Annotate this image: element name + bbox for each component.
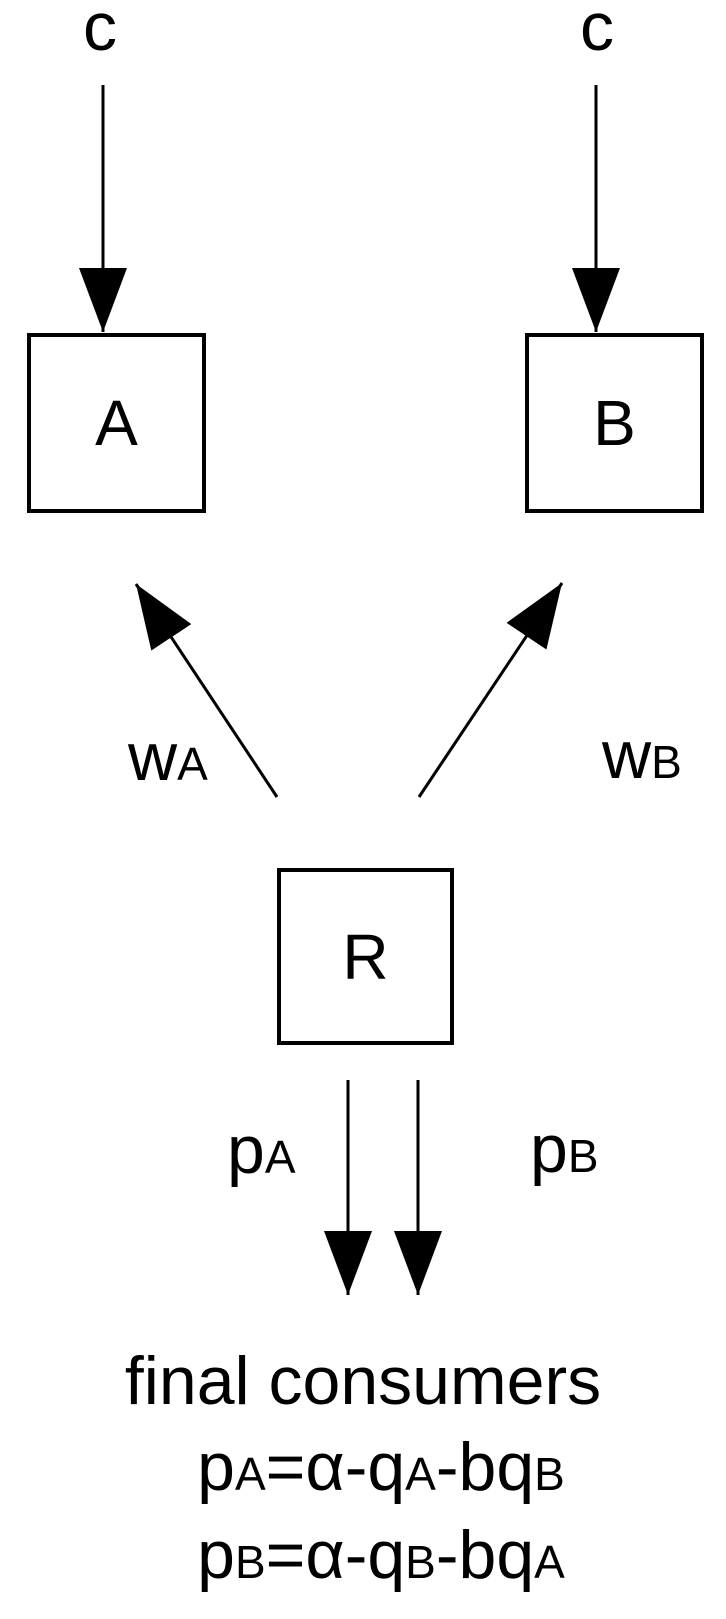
wholesale-label-b-sub: B: [651, 736, 682, 788]
wholesale-label-a-sub: A: [177, 738, 208, 790]
formula-b-s2: B: [405, 1536, 436, 1588]
node-a-label: A: [95, 387, 138, 459]
demand-formula-b: pB=α-qB-bqA: [18, 1521, 726, 1589]
demand-formula-a: pA=α-qA-bqB: [18, 1433, 726, 1501]
formula-a-s2: A: [405, 1448, 436, 1500]
formula-a-p3: -bq: [435, 1429, 535, 1505]
node-a-box: A: [27, 333, 206, 513]
wholesale-arrow-b: [417, 582, 564, 798]
formula-a-s1: A: [234, 1448, 266, 1500]
formula-a-p2: =α-q: [265, 1429, 406, 1505]
wholesale-label-a-base: w: [128, 719, 178, 795]
cost-label-a: c: [83, 0, 117, 65]
price-label-a-base: p: [227, 1112, 265, 1188]
price-label-a-sub: A: [264, 1131, 296, 1183]
consumers-title: final consumers: [124, 1343, 602, 1419]
price-label-b-base: p: [530, 1111, 568, 1187]
formula-b-s1: B: [234, 1536, 266, 1588]
formula-a-s3: B: [534, 1448, 565, 1500]
formula-b-p3: -bq: [435, 1517, 535, 1593]
price-label-a: pA: [227, 1116, 296, 1184]
wholesale-label-b-base: w: [602, 717, 652, 793]
formula-b-p2: =α-q: [265, 1517, 406, 1593]
wholesale-arrow-a: [134, 583, 279, 798]
formula-a-p1: p: [197, 1429, 235, 1505]
node-b-box: B: [525, 333, 704, 513]
wholesale-label-b: wB: [602, 721, 682, 789]
formula-b-p1: p: [197, 1517, 235, 1593]
price-label-b: pB: [530, 1115, 599, 1183]
node-r-box: R: [277, 868, 454, 1045]
formula-b-s3: A: [534, 1536, 565, 1588]
price-label-b-sub: B: [567, 1130, 599, 1182]
node-b-label: B: [593, 387, 636, 459]
wholesale-label-a: wA: [128, 723, 208, 791]
node-r-label: R: [342, 920, 389, 993]
cost-label-b: c: [580, 0, 614, 65]
